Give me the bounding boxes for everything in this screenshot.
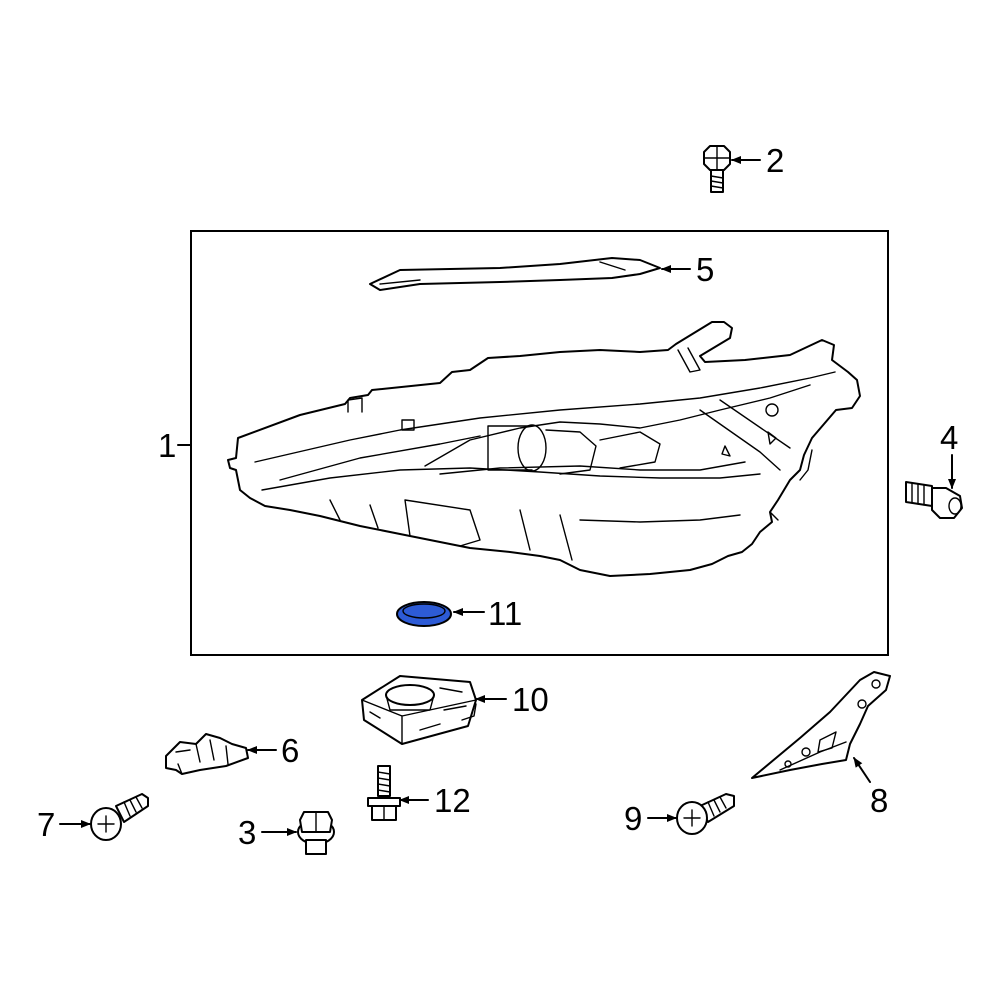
bracket-part-8[interactable] bbox=[751, 671, 891, 779]
bolt-part-2[interactable] bbox=[703, 145, 731, 193]
callout-3: 3 bbox=[238, 814, 256, 851]
assembly-frame bbox=[190, 230, 889, 656]
ballast-module[interactable] bbox=[361, 675, 477, 745]
callout-5: 5 bbox=[696, 251, 714, 288]
leader-arrow-8 bbox=[853, 757, 871, 783]
callout-4: 4 bbox=[940, 419, 958, 456]
nut-part-3[interactable] bbox=[297, 811, 335, 855]
headlamp-assembly[interactable] bbox=[227, 321, 861, 577]
callout-12: 12 bbox=[434, 782, 471, 819]
callout-10: 10 bbox=[512, 681, 549, 718]
bracket-part-6[interactable] bbox=[165, 733, 249, 775]
callout-7: 7 bbox=[37, 806, 55, 843]
callout-8: 8 bbox=[870, 782, 888, 819]
callout-2: 2 bbox=[766, 142, 784, 179]
screw-part-9[interactable] bbox=[676, 793, 735, 835]
callout-6: 6 bbox=[281, 732, 299, 769]
callout-11: 11 bbox=[488, 595, 522, 632]
bolt-part-12[interactable] bbox=[367, 765, 401, 821]
callout-9: 9 bbox=[624, 800, 642, 837]
screw-part-7[interactable] bbox=[90, 793, 149, 841]
bolt-part-4[interactable] bbox=[905, 481, 963, 519]
callout-1: 1 bbox=[158, 427, 176, 464]
gasket-ring[interactable] bbox=[396, 601, 452, 627]
trim-strip[interactable] bbox=[369, 257, 661, 291]
